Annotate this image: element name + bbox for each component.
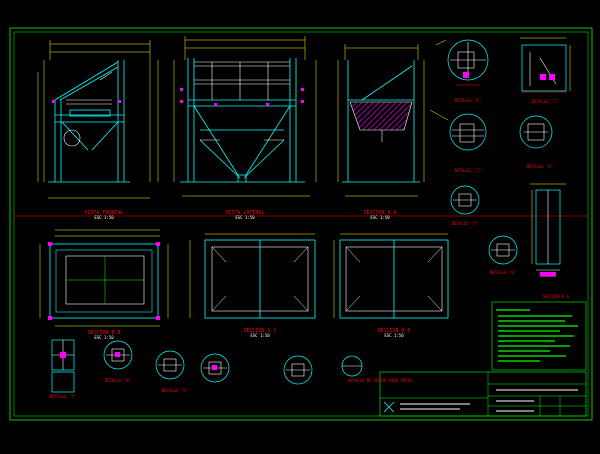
detail-cluster-top-right: DETALLE "1" DETALLE "2" DETALLE "3" DETA…: [429, 37, 571, 173]
detail-9-title: DETALLE "9": [162, 388, 189, 393]
section-aa-view: SECCION A-A ESC 1:50: [337, 44, 425, 220]
section-cc-title: SECCION C-C: [243, 328, 276, 334]
section-aa-scale: ESC 1:50: [370, 215, 390, 220]
sheet-inner-border: [13, 31, 589, 417]
side-view-title: VISTA LATERAL: [225, 210, 264, 216]
section-cc-view: SECCION C-C ESC 1:50: [189, 233, 316, 338]
sheet-outer-border: [9, 27, 593, 421]
detail-8-title: DETALLE "8": [105, 378, 132, 383]
section-dd-title: SECCION D-D: [377, 328, 410, 334]
section-dd-view: SECCION D-D ESC 1:50: [333, 233, 449, 338]
detail-7-title: DETALLE "7": [50, 394, 77, 399]
side-view: VISTA LATERAL ESC 1:50: [173, 36, 317, 220]
section-dd-scale: ESC 1:50: [384, 333, 404, 338]
front-view-title: VISTA FRONTAL: [84, 210, 123, 216]
plan-view-scale: ESC 1:50: [94, 335, 114, 340]
detail-5-title: DETALLE "5": [452, 221, 479, 226]
plan-view: SECCION B-B ESC 1:50: [39, 229, 169, 340]
notes-block: [491, 301, 587, 371]
title-block: [379, 371, 587, 417]
front-view: VISTA FRONTAL ESC 1:50: [37, 40, 159, 220]
detail-1-title: DETALLE "1": [455, 98, 482, 103]
side-view-scale: ESC 1:50: [235, 215, 255, 220]
detail-4-title: DETALLE "4": [527, 164, 554, 169]
section-aa-title: SECCION A-A: [363, 210, 396, 216]
section-cc-scale: ESC 1:50: [250, 333, 270, 338]
front-view-scale: ESC 1:50: [94, 215, 114, 220]
section-ee-title: SECCION E-E: [543, 294, 570, 299]
detail-cluster-bottom: DETALLE "7" DETALLE "8" DETALLE "9" DETA…: [50, 339, 413, 399]
detail-cluster-right-middle: DETALLE "5" DETALLE "6" SECCION E-E: [450, 183, 570, 299]
detail-6-title: DETALLE "6": [490, 270, 517, 275]
detail-2-title: DETALLE "2": [532, 99, 559, 104]
detail-3-title: DETALLE "3": [455, 168, 482, 173]
plan-view-title: SECCION B-B: [87, 330, 120, 336]
